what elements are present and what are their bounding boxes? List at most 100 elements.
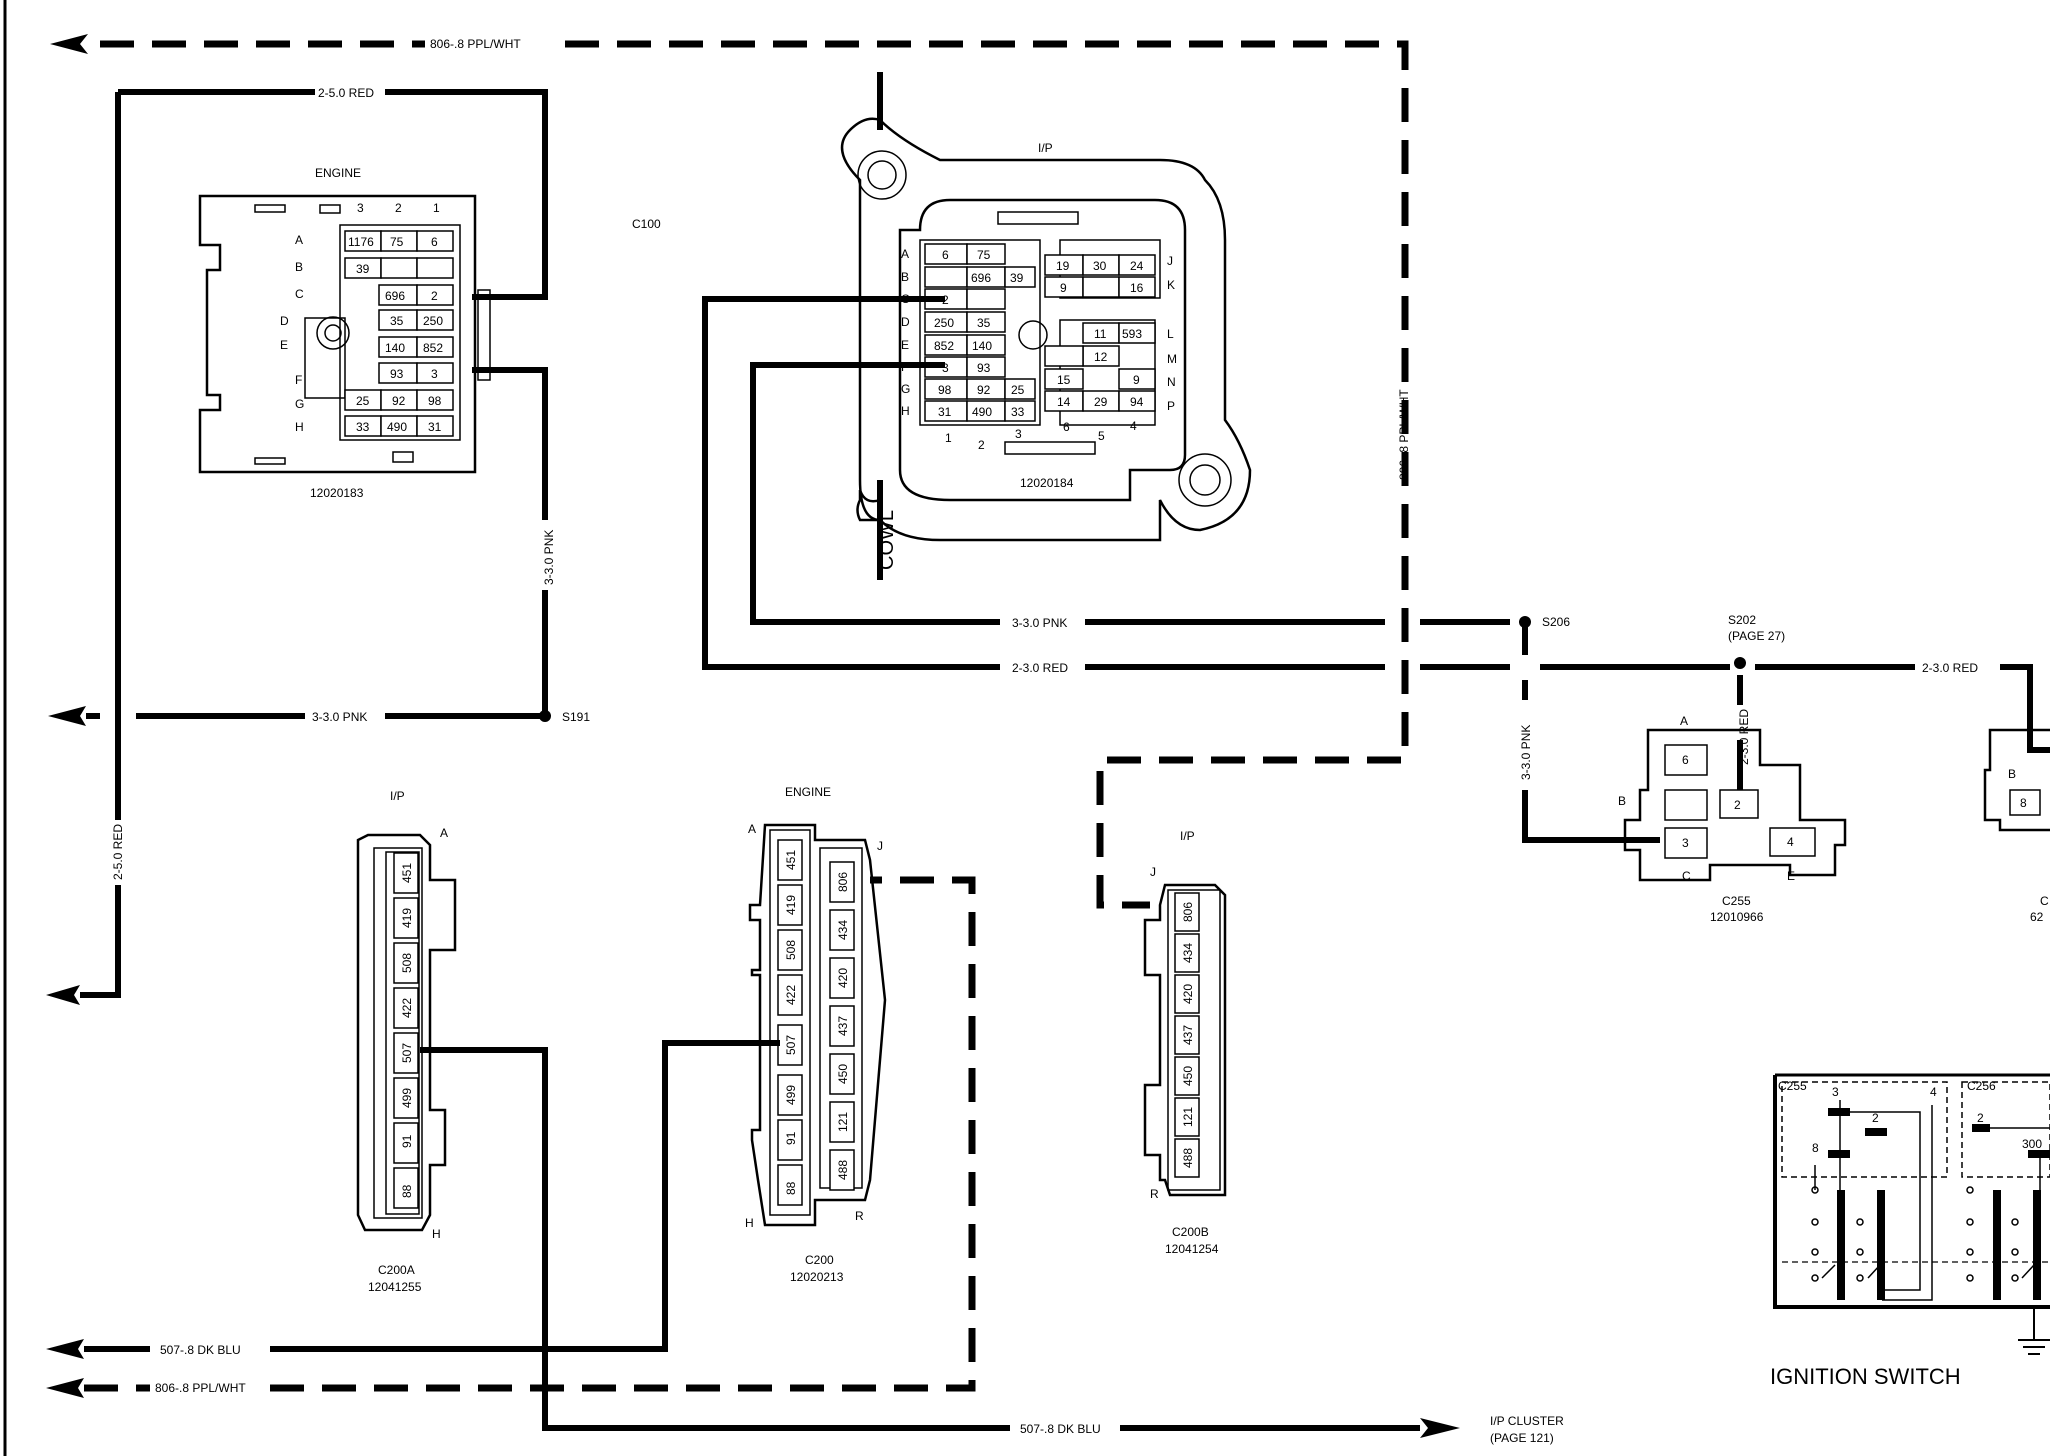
pin: 2 bbox=[1734, 798, 1741, 812]
row-labels-left: A B C D E F G H bbox=[901, 247, 910, 418]
c256-partial-connector: 8 B C 62 bbox=[1983, 728, 2050, 924]
cavity-label: A bbox=[1680, 714, 1688, 728]
pin: 19 bbox=[1056, 259, 1070, 273]
pin: 25 bbox=[1011, 383, 1025, 397]
connector-title: I/P bbox=[1038, 141, 1053, 155]
pin: 91 bbox=[784, 1131, 798, 1145]
c200b-connector: I/P J R 806 434 420 437 450 121 488 C200… bbox=[1143, 829, 1227, 1256]
pin: 300 bbox=[2022, 1137, 2042, 1151]
svg-text:5: 5 bbox=[1098, 429, 1105, 443]
connector-name: C200B bbox=[1172, 1225, 1209, 1239]
pin: 94 bbox=[1130, 395, 1144, 409]
pin: 88 bbox=[784, 1181, 798, 1195]
svg-text:3: 3 bbox=[1015, 427, 1022, 441]
svg-text:L: L bbox=[1167, 327, 1174, 341]
pin: 250 bbox=[934, 316, 954, 330]
pin: 499 bbox=[400, 1088, 414, 1108]
pin-column: 806 434 420 437 450 121 488 bbox=[1174, 892, 1200, 1178]
splice-dot bbox=[1734, 657, 1746, 669]
pin: 508 bbox=[400, 953, 414, 973]
pin: 98 bbox=[428, 394, 442, 408]
pin: 3 bbox=[942, 361, 949, 375]
pin: 1176 bbox=[348, 235, 374, 249]
pin: 2 bbox=[942, 293, 949, 307]
part-number: 12010966 bbox=[1710, 910, 1764, 924]
arrow-right-icon bbox=[1420, 1418, 1460, 1438]
pin: 93 bbox=[977, 361, 991, 375]
pin: 250 bbox=[423, 314, 443, 328]
splice-dot bbox=[539, 710, 551, 722]
pin: 696 bbox=[971, 271, 991, 285]
wire-label: 2-3.0 RED bbox=[1012, 661, 1068, 675]
pin: 33 bbox=[356, 420, 370, 434]
connector-end: H bbox=[745, 1216, 754, 1230]
pin: 437 bbox=[1181, 1025, 1195, 1045]
wire-2-red-outer: 2-5.0 RED 2-5.0 RED bbox=[46, 86, 548, 1005]
svg-text:E: E bbox=[901, 338, 909, 352]
pin: 434 bbox=[836, 920, 850, 940]
pin: 92 bbox=[392, 394, 406, 408]
pin-column-left: 451 419 508 422 507 499 91 88 bbox=[777, 839, 803, 1206]
pin: 450 bbox=[1181, 1066, 1195, 1086]
pin: 15 bbox=[1057, 373, 1071, 387]
pin: 2 bbox=[1872, 1111, 1879, 1125]
connector-name: C255 bbox=[1778, 1079, 1807, 1093]
wire-right-splices: S206 S202 (PAGE 27) 3-3.0 PNK 2-3.0 RED … bbox=[1420, 613, 2050, 843]
svg-text:1: 1 bbox=[433, 201, 440, 215]
splice-dot bbox=[1519, 616, 1531, 628]
svg-text:P: P bbox=[1167, 399, 1175, 413]
svg-text:B: B bbox=[295, 260, 303, 274]
connector-name: C256 bbox=[1967, 1079, 1996, 1093]
cowl: COWL bbox=[876, 72, 898, 580]
pin: 2 bbox=[1977, 1111, 1984, 1125]
svg-text:K: K bbox=[1167, 278, 1175, 292]
pin: 140 bbox=[385, 341, 405, 355]
destination-label: I/P CLUSTER bbox=[1490, 1414, 1564, 1428]
pin-column: 451 419 508 422 507 499 91 88 bbox=[393, 852, 419, 1209]
arrow-left-icon bbox=[50, 34, 88, 54]
pin: 3 bbox=[431, 367, 438, 381]
pin: 3 bbox=[1682, 836, 1689, 850]
pin: 450 bbox=[836, 1064, 850, 1084]
pin: 488 bbox=[836, 1160, 850, 1180]
part-number: 12041255 bbox=[368, 1280, 422, 1294]
pin: 507 bbox=[784, 1035, 798, 1055]
pin: 30 bbox=[1093, 259, 1107, 273]
c255-connector: 6 2 3 4 A B C E C255 12010966 bbox=[1618, 714, 1847, 924]
destination-label: (PAGE 121) bbox=[1490, 1431, 1554, 1445]
svg-text:D: D bbox=[901, 315, 910, 329]
connector-title: I/P bbox=[390, 789, 405, 803]
svg-text:M: M bbox=[1167, 352, 1177, 366]
ignition-switch: C255 C256 3 4 2 8 2 300 bbox=[1770, 1073, 2050, 1389]
pin: 8 bbox=[2020, 796, 2027, 810]
svg-text:2: 2 bbox=[978, 438, 985, 452]
cavity-label: B bbox=[1618, 794, 1626, 808]
pin: 419 bbox=[400, 908, 414, 928]
svg-text:D: D bbox=[280, 314, 289, 328]
svg-text:J: J bbox=[1167, 254, 1173, 268]
splice-label: S206 bbox=[1542, 615, 1570, 629]
pin: 490 bbox=[387, 420, 407, 434]
wire-806-bottom: 806-.8 PPL/WHT bbox=[46, 876, 976, 1398]
pin: 508 bbox=[784, 940, 798, 960]
wire-label: 806-.8 PPL/WHT bbox=[1397, 389, 1411, 480]
wire-label: 507-.8 DK BLU bbox=[1020, 1422, 1101, 1436]
row-labels-right: J K L M N P bbox=[1167, 254, 1177, 413]
pin: 12 bbox=[1094, 350, 1108, 364]
connector-name: C200A bbox=[378, 1263, 415, 1277]
pin: 451 bbox=[784, 850, 798, 870]
svg-text:6: 6 bbox=[1063, 420, 1070, 434]
part-number: 12041254 bbox=[1165, 1242, 1219, 1256]
pin: 6 bbox=[431, 235, 438, 249]
pin: 16 bbox=[1130, 281, 1144, 295]
part-number: 12020213 bbox=[790, 1270, 844, 1284]
pin: 422 bbox=[400, 998, 414, 1018]
wire-label: 507-.8 DK BLU bbox=[160, 1343, 241, 1357]
pin: 14 bbox=[1057, 395, 1071, 409]
part-number: 12020184 bbox=[1020, 476, 1074, 490]
svg-text:A: A bbox=[901, 247, 909, 261]
wire-3-pnk-s191: 3-3.0 PNK S191 3-3.0 PNK bbox=[48, 367, 590, 726]
pin: 3 bbox=[1832, 1085, 1839, 1099]
pin: 75 bbox=[390, 235, 404, 249]
pin: 696 bbox=[385, 289, 405, 303]
